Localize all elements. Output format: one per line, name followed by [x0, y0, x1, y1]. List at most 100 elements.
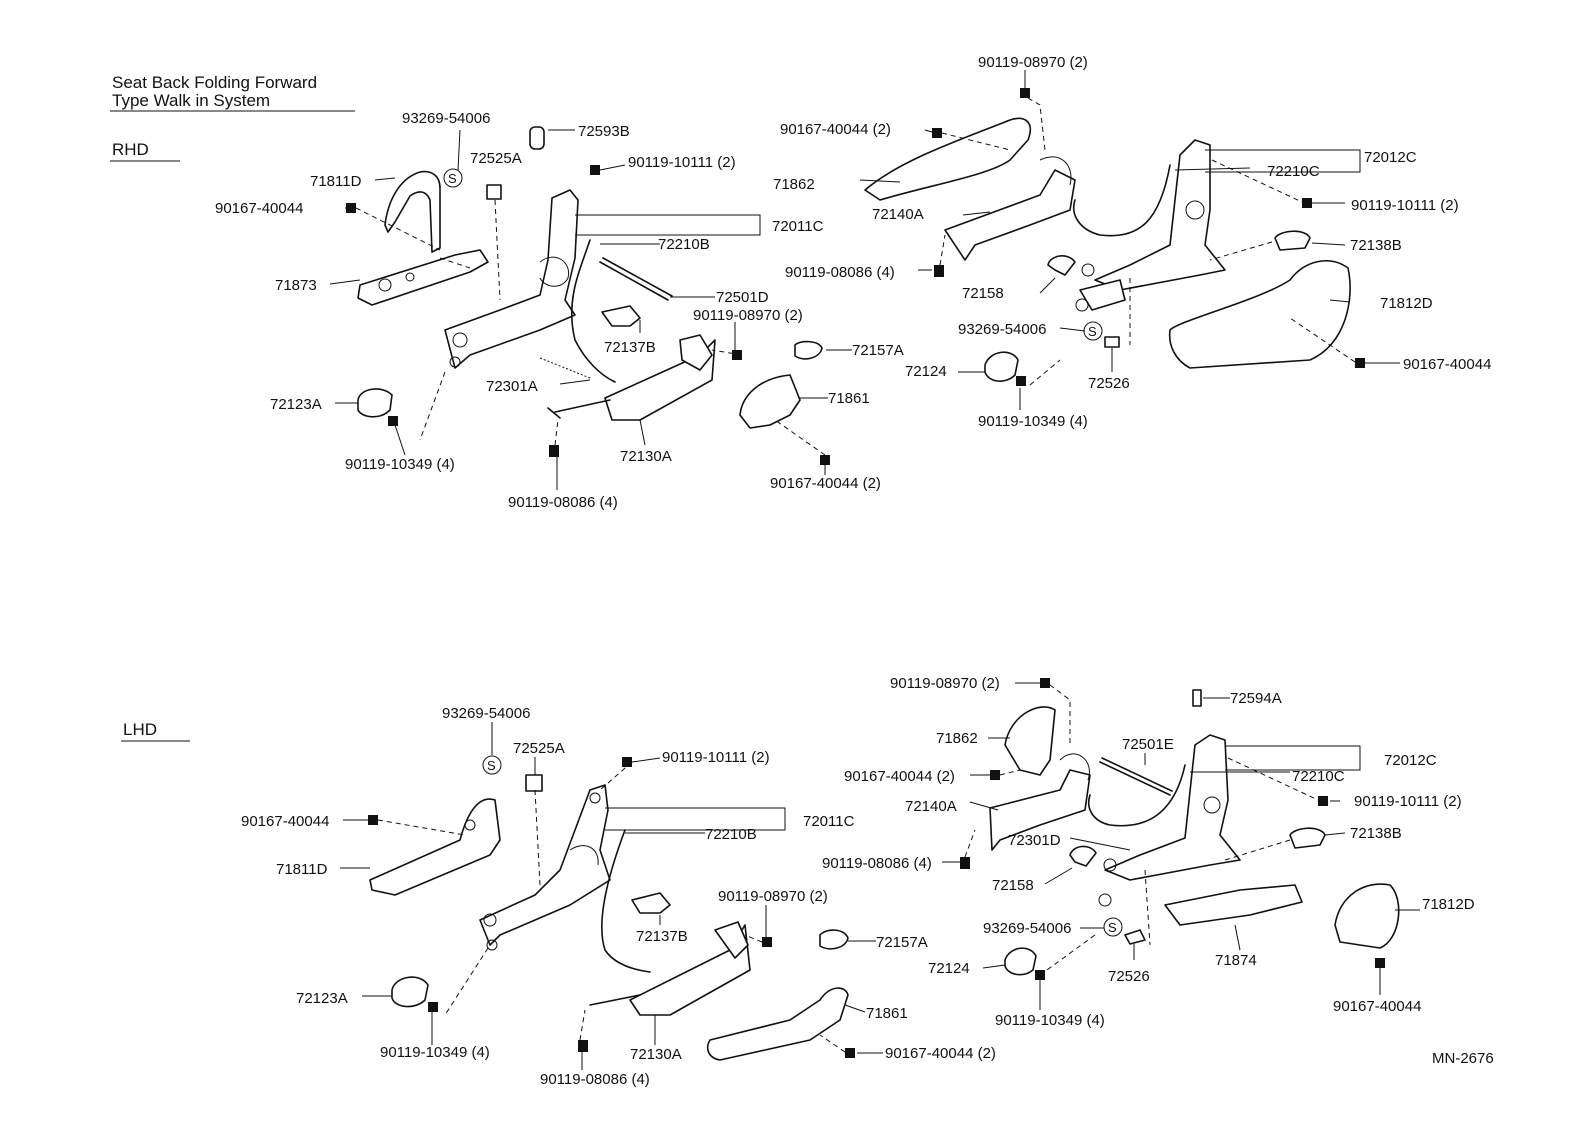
clip-72158-shape [1069, 845, 1097, 867]
title-line-1: Seat Back Folding Forward [112, 73, 317, 92]
label-72526: 72526 [1088, 375, 1130, 392]
label-90119-10111: 90119-10111 (2) [628, 154, 736, 171]
label-72301a: 72301A [486, 378, 538, 395]
bolt-90167-40044-icon [1375, 958, 1385, 968]
rhd-left-assembly: S 93269-54006 72593B 72525A 71811D 90119… [215, 110, 904, 511]
cap-72123a-shape [391, 976, 429, 1008]
label-72130a: 72130A [630, 1046, 682, 1063]
label-72501d: 72501D [716, 289, 769, 306]
rod-72501d-shape [599, 257, 673, 301]
label-71811d: 71811D [310, 173, 362, 190]
label-72124: 72124 [928, 960, 970, 977]
cover-71862-shape [1004, 706, 1056, 776]
svg-text:S: S [448, 171, 457, 186]
label-72158: 72158 [992, 877, 1034, 894]
label-72124: 72124 [905, 363, 947, 380]
label-71812d: 71812D [1380, 295, 1433, 312]
lhd-label: LHD [123, 720, 157, 739]
bracket-72140a-shape [989, 769, 1091, 851]
trim-71874-shape [1164, 884, 1303, 926]
bolt-90119-10111-icon [1302, 198, 1312, 208]
hinge-72011c-shape [479, 784, 611, 946]
s-symbol-icon [443, 168, 463, 188]
clip-72157a-shape [794, 340, 823, 360]
label-72210c: 72210C [1267, 163, 1320, 180]
bolt-90119-10111-icon [622, 757, 632, 767]
part-72525a-shape [525, 774, 543, 792]
bolt-90167-40044-icon [1355, 358, 1365, 368]
bolt-90119-10111-icon [1318, 796, 1328, 806]
label-72138b: 72138B [1350, 825, 1402, 842]
label-90119-08086: 90119-08086 (4) [540, 1071, 650, 1088]
cover-71811d-shape [369, 798, 501, 896]
label-72140a: 72140A [905, 798, 957, 815]
label-90119-10349: 90119-10349 (4) [995, 1012, 1105, 1029]
label-72525a: 72525A [513, 740, 565, 757]
label-72011c: 72011C [803, 813, 855, 830]
cover-71861-shape [739, 374, 801, 429]
label-72123a: 72123A [296, 990, 348, 1007]
label-90167-40044-2: 90167-40044 (2) [844, 768, 955, 785]
label-72501e: 72501E [1122, 736, 1174, 753]
label-90119-08970: 90119-08970 (2) [978, 54, 1088, 71]
label-90167-40044-2: 90167-40044 (2) [885, 1045, 996, 1062]
rod-72501e-shape [1099, 757, 1173, 796]
bolt-90119-08086-icon [934, 265, 944, 277]
label-90119-10349: 90119-10349 (4) [978, 413, 1088, 430]
label-90119-08086: 90119-08086 (4) [785, 264, 895, 281]
label-71862: 71862 [936, 730, 978, 747]
lhd-right-assembly: S 90119-08970 (2) 72594A 71862 72501E 72… [822, 675, 1475, 1029]
label-72140a: 72140A [872, 206, 924, 223]
label-72130a: 72130A [620, 448, 672, 465]
part-72525a-shape [486, 184, 502, 200]
label-90119-10111: 90119-10111 (2) [1354, 793, 1462, 810]
label-90119-08970: 90119-08970 (2) [693, 307, 803, 324]
label-90119-08970: 90119-08970 (2) [718, 888, 828, 905]
label-90167-40044-2: 90167-40044 (2) [770, 475, 881, 492]
label-90119-08970: 90119-08970 (2) [890, 675, 1000, 692]
label-71812d: 71812D [1422, 896, 1475, 913]
trim-71861-shape [706, 987, 849, 1061]
cable-72210c-shape [1088, 764, 1186, 827]
label-90119-08086: 90119-08086 (4) [822, 855, 932, 872]
cap-72124-shape [984, 351, 1019, 382]
svg-text:S: S [1088, 324, 1097, 339]
label-72012c: 72012C [1384, 752, 1437, 769]
label-71861: 71861 [828, 390, 870, 407]
bolt-90119-08086-icon [578, 1040, 588, 1052]
hinge-72012c-shape [1094, 139, 1226, 291]
footer-code: MN-2676 [1432, 1050, 1494, 1067]
cable-72210c-shape [1073, 164, 1171, 237]
label-93269-54006: 93269-54006 [402, 110, 490, 127]
label-90119-10111: 90119-10111 (2) [662, 749, 770, 766]
label-71811d: 71811D [276, 861, 328, 878]
cover-71812d-shape [1168, 260, 1351, 369]
part-72526-shape [1124, 929, 1146, 945]
label-90119-10349: 90119-10349 (4) [380, 1044, 490, 1061]
label-90119-10349: 90119-10349 (4) [345, 456, 455, 473]
label-72158: 72158 [962, 285, 1004, 302]
label-72210b: 72210B [705, 826, 757, 843]
label-71861: 71861 [866, 1005, 908, 1022]
cap-72123a-shape [357, 388, 393, 418]
trim-71873-shape [357, 249, 489, 306]
label-72012c: 72012C [1364, 149, 1417, 166]
label-90167-40044: 90167-40044 [241, 813, 329, 830]
s-symbol-icon [1103, 917, 1123, 937]
cover-72137b-shape [631, 892, 671, 914]
bolt-90119-08086-icon [960, 857, 970, 869]
cable-72210b-shape [600, 829, 651, 973]
cap-72124-shape [1004, 947, 1037, 976]
label-71874: 71874 [1215, 952, 1257, 969]
label-72011c: 72011C [772, 218, 824, 235]
bolt-90167-40044-icon [368, 815, 378, 825]
bracket-72140a-shape [944, 169, 1076, 261]
svg-text:S: S [487, 758, 496, 773]
label-90167-40044: 90167-40044 [1403, 356, 1491, 373]
label-90119-08086: 90119-08086 (4) [508, 494, 618, 511]
cover-71811d-shape [384, 170, 441, 253]
label-72137b: 72137B [636, 928, 688, 945]
label-93269-54006: 93269-54006 [442, 705, 530, 722]
cover-71812d-shape [1334, 883, 1400, 949]
svg-text:S: S [1108, 920, 1117, 935]
